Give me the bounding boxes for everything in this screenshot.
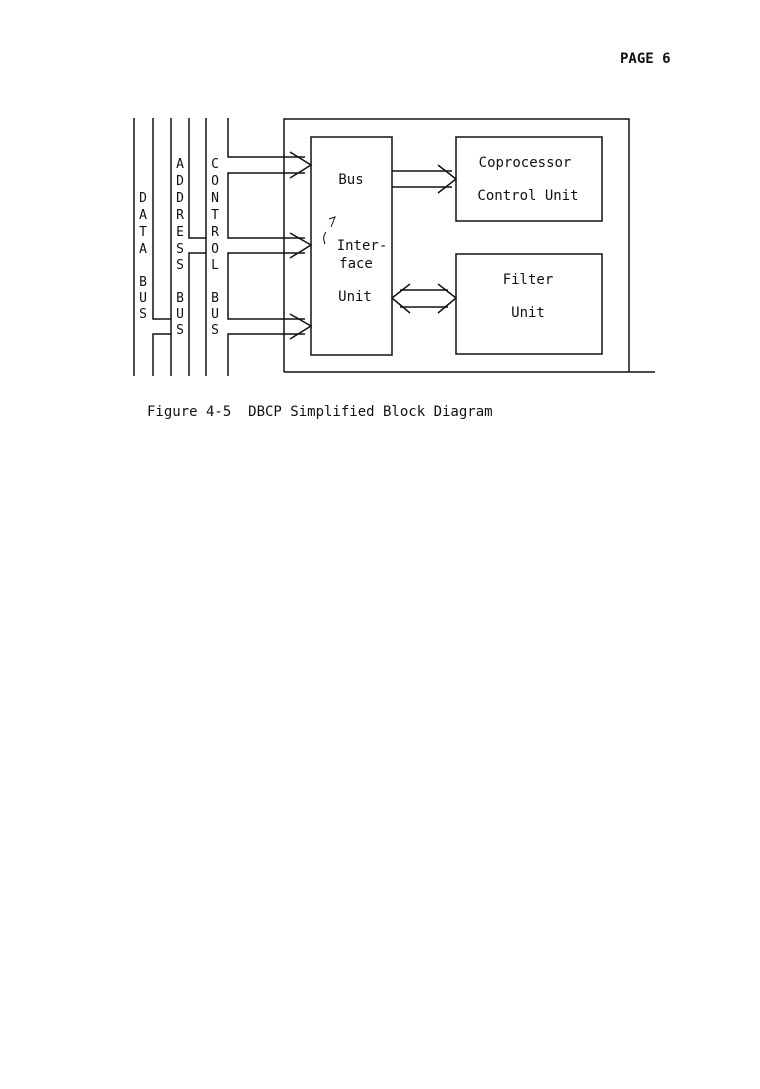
svg-text:A: A xyxy=(139,208,147,223)
filter-label-line1: Filter xyxy=(503,272,554,288)
svg-text:R: R xyxy=(211,225,219,240)
data-bus-label: D A T A B U S xyxy=(139,191,147,322)
svg-text:B: B xyxy=(139,275,147,290)
bus-interface-unit-box xyxy=(310,136,393,356)
dbcp-outer-box xyxy=(283,118,655,373)
svg-text:S: S xyxy=(139,307,147,322)
svg-text:R: R xyxy=(176,208,184,223)
svg-text:U: U xyxy=(139,291,147,306)
biu-to-coprocessor-arrow xyxy=(392,164,458,194)
svg-text:S: S xyxy=(211,323,219,338)
svg-text:E: E xyxy=(176,225,184,240)
biu-label-line4: Unit xyxy=(338,289,372,305)
svg-text:U: U xyxy=(211,307,219,322)
svg-text:C: C xyxy=(211,157,219,172)
address-bus-lines xyxy=(170,118,206,376)
filter-unit-box xyxy=(455,253,603,355)
svg-text:T: T xyxy=(139,225,147,240)
biu-label-line2: Inter- xyxy=(337,238,388,254)
filter-label-line2: Unit xyxy=(511,305,545,321)
page-number: PAGE 6 xyxy=(620,51,671,67)
svg-text:S: S xyxy=(176,258,184,273)
svg-text:N: N xyxy=(211,191,219,206)
coprocessor-label-line2: Control Unit xyxy=(477,188,578,204)
svg-text:S: S xyxy=(176,242,184,257)
svg-text:B: B xyxy=(211,291,219,306)
biu-label-line1: Bus xyxy=(338,172,363,188)
svg-text:O: O xyxy=(211,242,219,257)
svg-text:U: U xyxy=(176,307,184,322)
address-bus-label: A D D R E S S B U S xyxy=(176,157,184,338)
bus-input-arrows xyxy=(289,151,313,340)
svg-text:O: O xyxy=(211,174,219,189)
coprocessor-label-line1: Coprocessor xyxy=(479,155,572,171)
biu-filter-bidirectional-arrow xyxy=(390,283,458,314)
svg-text:D: D xyxy=(139,191,147,206)
control-bus-lines xyxy=(205,118,305,376)
svg-text:A: A xyxy=(139,242,147,257)
biu-label-line3: face xyxy=(339,256,373,272)
figure-caption: Figure 4-5 DBCP Simplified Block Diagram xyxy=(147,404,493,420)
svg-text:D: D xyxy=(176,174,184,189)
svg-text:A: A xyxy=(176,157,184,172)
svg-text:T: T xyxy=(211,208,219,223)
svg-text:S: S xyxy=(176,323,184,338)
handwritten-mark xyxy=(323,216,336,245)
svg-text:B: B xyxy=(176,291,184,306)
svg-text:D: D xyxy=(176,191,184,206)
svg-text:L: L xyxy=(211,258,219,273)
coprocessor-control-unit-box xyxy=(455,136,603,222)
data-bus-lines xyxy=(133,118,171,376)
control-bus-label: C O N T R O L B U S xyxy=(211,157,219,338)
